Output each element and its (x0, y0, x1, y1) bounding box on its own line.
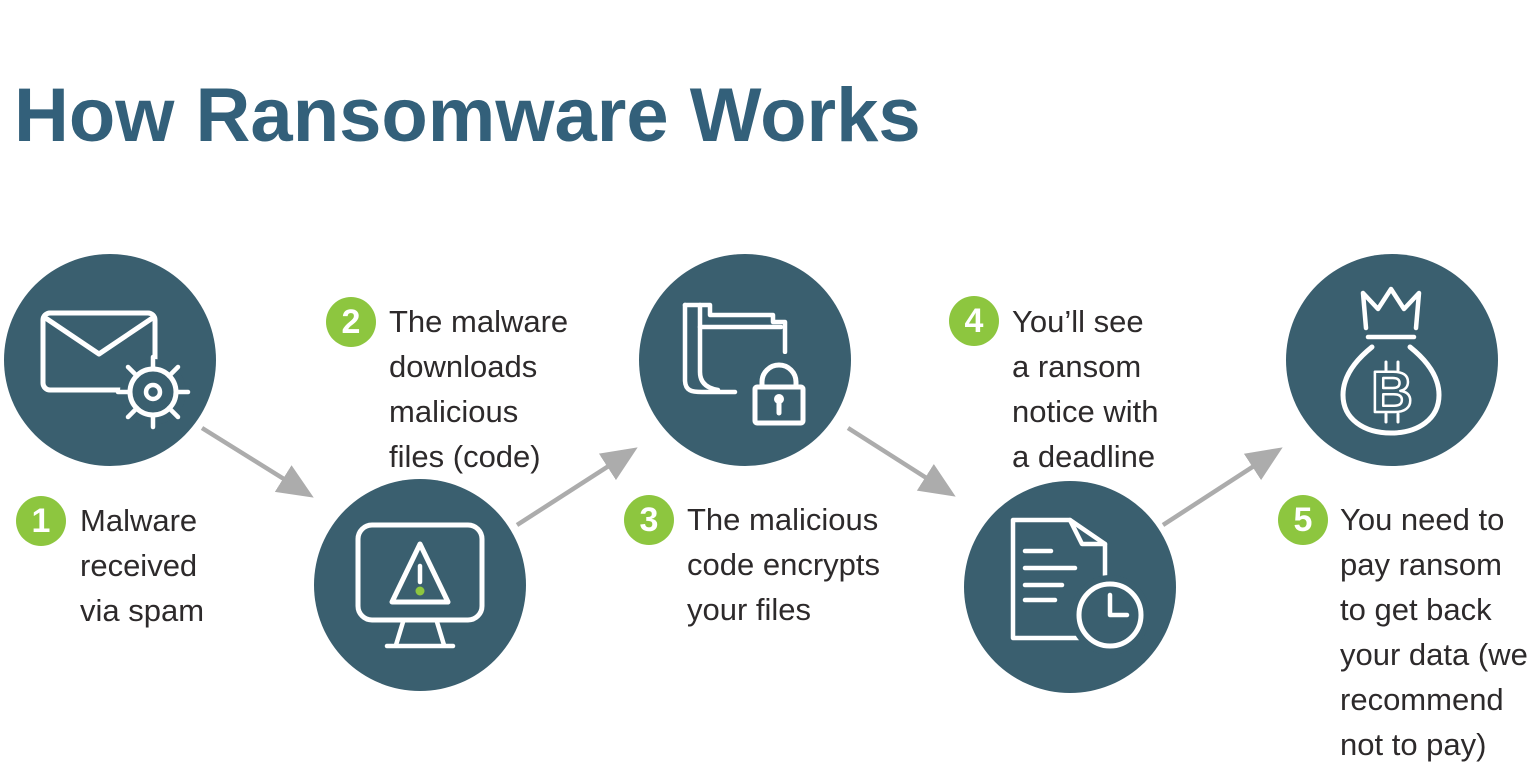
step3-label: The malicious code encrypts your files (687, 502, 880, 627)
step4-number-badge: 4 (949, 296, 999, 346)
step5-number-badge: 5 (1278, 495, 1328, 545)
page-title: How Ransomware Works (14, 73, 921, 158)
computer-warning-icon (355, 522, 485, 649)
arrow-step1-to-step2 (200, 426, 314, 498)
step4-number: 4 (964, 301, 984, 340)
step3-number-badge: 3 (624, 495, 674, 545)
ransom-note-deadline-icon (1010, 517, 1150, 655)
step1-number: 1 (31, 501, 51, 540)
envelope-malware-icon (40, 310, 191, 430)
step3-number: 3 (639, 500, 659, 539)
arrow-step3-to-step4 (846, 426, 956, 497)
step4-circle (964, 481, 1176, 693)
bitcoin-money-bag-icon: B (1340, 286, 1442, 436)
step2-number-badge: 2 (326, 297, 376, 347)
folder-lock-icon (682, 302, 814, 434)
arrow-step4-to-step5 (1161, 447, 1283, 527)
step1-circle (4, 254, 216, 466)
step4-label: You’ll see a ransom notice with a deadli… (1012, 304, 1159, 474)
step5-label: You need to pay ransom to get back your … (1340, 502, 1528, 762)
step2-circle (314, 479, 526, 691)
step1-number-badge: 1 (16, 496, 66, 546)
step1-label: Malware received via spam (80, 503, 205, 628)
svg-text:B: B (1371, 360, 1413, 425)
step2-label: The malware downloads malicious files (c… (389, 304, 569, 474)
step5-number: 5 (1293, 500, 1313, 539)
step2-number: 2 (341, 302, 361, 341)
